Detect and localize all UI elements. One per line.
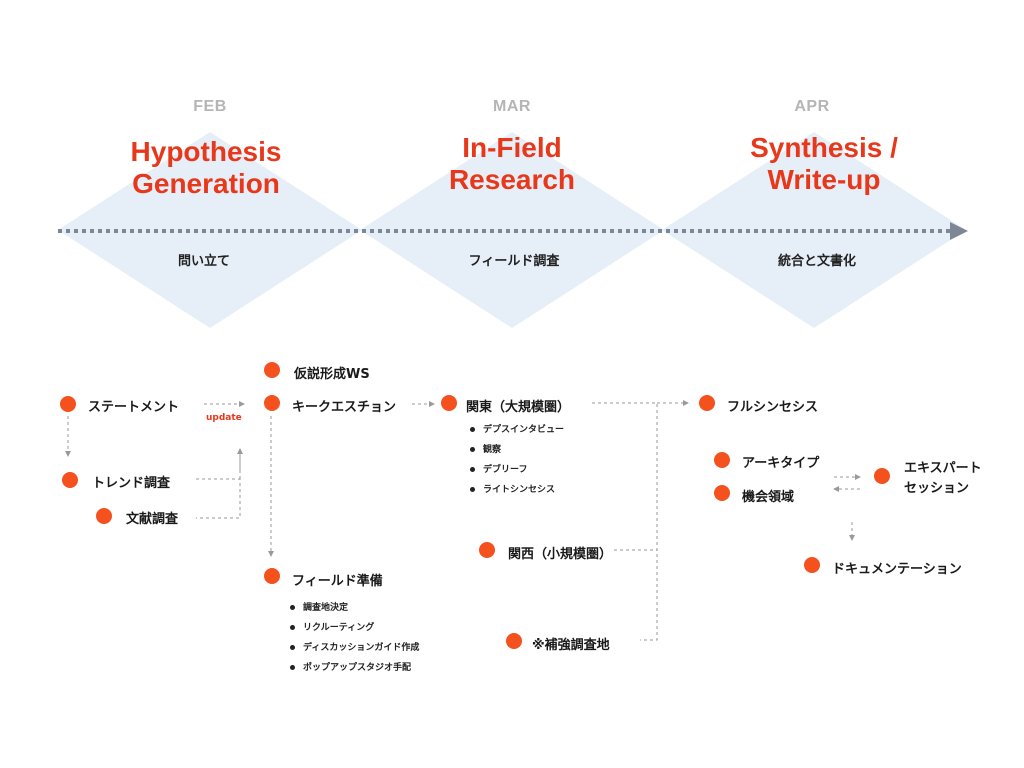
node-opportunity: 機会領域 (742, 490, 795, 505)
node-supplementary: ※補強調査地 (532, 638, 610, 653)
connector-research-feedback (196, 449, 241, 519)
node-dot-field-prep (264, 568, 280, 584)
node-statement: ステートメント (88, 400, 180, 415)
node-literature-research: 文献調査 (126, 512, 179, 527)
node-dot-hypothesis-ws (264, 362, 280, 378)
node-dot-expert-session (874, 468, 890, 484)
phase-title-mar: In-Field Research (449, 132, 575, 196)
month-label-feb: FEB (193, 98, 227, 115)
node-dot-documentation (804, 557, 820, 573)
list-item: デプスインタビュー (470, 420, 564, 440)
node-field-prep: フィールド準備 (292, 574, 383, 589)
node-trend-research: トレンド調査 (92, 476, 171, 491)
phase-title-apr: Synthesis / Write-up (750, 132, 898, 196)
field-prep-list: 調査地決定 リクルーティング ディスカッションガイド作成 ポップアップスタジオ手… (290, 598, 419, 678)
node-expert-session-line2: セッション (904, 481, 970, 496)
node-documentation: ドキュメンテーション (832, 562, 962, 577)
phase-title-mar-line1: In-Field (462, 132, 562, 163)
timeline-arrowhead (950, 222, 968, 240)
node-full-synthesis: フルシンセシス (727, 400, 819, 415)
phase-title-feb-line2: Generation (132, 168, 280, 199)
connector-regions-to-synthesis (592, 402, 658, 641)
phase-title-mar-line2: Research (448, 164, 576, 195)
node-dot-literature-research (96, 508, 112, 524)
phase-subtitle-feb: 問い立て (177, 254, 231, 269)
node-dot-statement (60, 396, 76, 412)
node-dot-supplementary (506, 633, 522, 649)
node-expert-session-line1: エキスパート (904, 461, 982, 476)
list-item: リクルーティング (290, 618, 419, 638)
list-item: ライトシンセシス (470, 480, 564, 500)
phase-subtitle-apr: 統合と文書化 (777, 254, 857, 269)
phase-title-feb-line1: Hypothesis (130, 136, 282, 167)
node-dot-kansai (479, 542, 495, 558)
node-dot-opportunity (714, 485, 730, 501)
phase-title-apr-line1: Synthesis / (750, 132, 898, 163)
list-item: ポップアップスタジオ手配 (290, 658, 419, 678)
node-dot-key-question (264, 395, 280, 411)
month-label-apr: APR (794, 98, 830, 115)
node-kanto: 関東（大規模圏） (466, 400, 571, 415)
month-label-mar: MAR (493, 98, 531, 115)
update-label: update (206, 413, 242, 423)
kanto-list: デプスインタビュー 観察 デブリーフ ライトシンセシス (470, 420, 564, 500)
node-hypothesis-ws: 仮説形成WS (294, 367, 370, 382)
node-archetype: アーキタイプ (742, 456, 820, 471)
node-dot-full-synthesis (699, 395, 715, 411)
list-item: ディスカッションガイド作成 (290, 638, 419, 658)
phase-subtitle-mar: フィールド調査 (468, 254, 560, 269)
node-key-question: キークエスチョン (292, 400, 397, 415)
node-expert-session: エキスパート セッション (904, 459, 982, 499)
phase-title-apr-line2: Write-up (767, 164, 881, 195)
node-kansai: 関西（小規模圏） (508, 547, 613, 562)
node-dot-trend-research (62, 472, 78, 488)
phase-diamond-mar (360, 132, 664, 328)
phase-title-feb: Hypothesis Generation (131, 136, 282, 200)
list-item: 観察 (470, 440, 564, 460)
connectors (65, 400, 861, 641)
node-dot-archetype (714, 452, 730, 468)
list-item: デブリーフ (470, 460, 564, 480)
node-dot-kanto (441, 395, 457, 411)
list-item: 調査地決定 (290, 598, 419, 618)
